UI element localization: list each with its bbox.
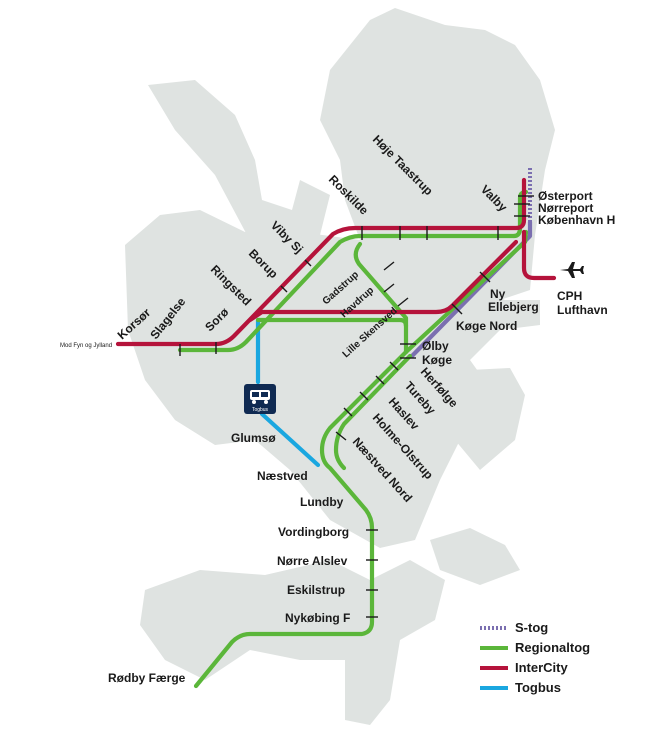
bus-icon: Togbus bbox=[244, 384, 276, 414]
land-zealand bbox=[125, 210, 540, 548]
legend-label-togbus: Togbus bbox=[515, 680, 561, 695]
intercity-kystbane bbox=[247, 239, 519, 323]
mod-fyn-label: Mod Fyn og Jylland bbox=[60, 343, 112, 349]
s-tog-line bbox=[409, 219, 533, 359]
station-roedby: Rødby Færge bbox=[108, 671, 186, 685]
station-lufthavn: Lufthavn bbox=[557, 303, 608, 317]
station-ticks bbox=[179, 195, 534, 618]
land-moen bbox=[430, 528, 520, 585]
legend-label-s-tog: S-tog bbox=[515, 620, 548, 635]
legend: S-tog Regionaltog InterCity Togbus bbox=[480, 620, 590, 695]
station-lundby: Lundby bbox=[300, 495, 344, 509]
regional-ringsted-koege bbox=[255, 317, 409, 329]
station-ny: Ny bbox=[490, 287, 506, 301]
station-cph: CPH bbox=[557, 289, 582, 303]
regional-lille-syd bbox=[353, 241, 409, 355]
land-lolland-falster bbox=[140, 560, 445, 725]
regional-west bbox=[177, 233, 517, 353]
station-noerre-alslev: Nørre Alslev bbox=[277, 554, 348, 568]
regional-south bbox=[193, 349, 409, 689]
station-oelby: Ølby bbox=[422, 339, 449, 353]
airplane-icon bbox=[560, 262, 584, 278]
station-eskilstrup: Eskilstrup bbox=[287, 583, 345, 597]
bus-icon-label: Togbus bbox=[252, 407, 269, 413]
station-nykoebing: Nykøbing F bbox=[285, 611, 350, 625]
station-koege-nord: Køge Nord bbox=[456, 319, 517, 333]
station-koege: Køge bbox=[422, 353, 452, 367]
land-peninsula bbox=[148, 80, 330, 260]
station-glumsoe: Glumsø bbox=[231, 431, 276, 445]
station-oesterport: Østerport bbox=[538, 189, 593, 203]
intercity-airport bbox=[521, 229, 557, 281]
intercity-main bbox=[115, 177, 527, 347]
station-ellebjerg: Ellebjerg bbox=[488, 300, 539, 314]
lines bbox=[115, 168, 557, 689]
legend-label-intercity: InterCity bbox=[515, 660, 569, 675]
station-vordingborg: Vordingborg bbox=[278, 525, 349, 539]
station-naestved: Næstved bbox=[257, 469, 308, 483]
legend-label-regional: Regionaltog bbox=[515, 640, 590, 655]
station-noerreport: Nørreport bbox=[538, 201, 593, 215]
regional-naestved-link bbox=[333, 353, 413, 471]
station-kbh-h: København H bbox=[538, 213, 615, 227]
land-stevns bbox=[455, 368, 525, 470]
